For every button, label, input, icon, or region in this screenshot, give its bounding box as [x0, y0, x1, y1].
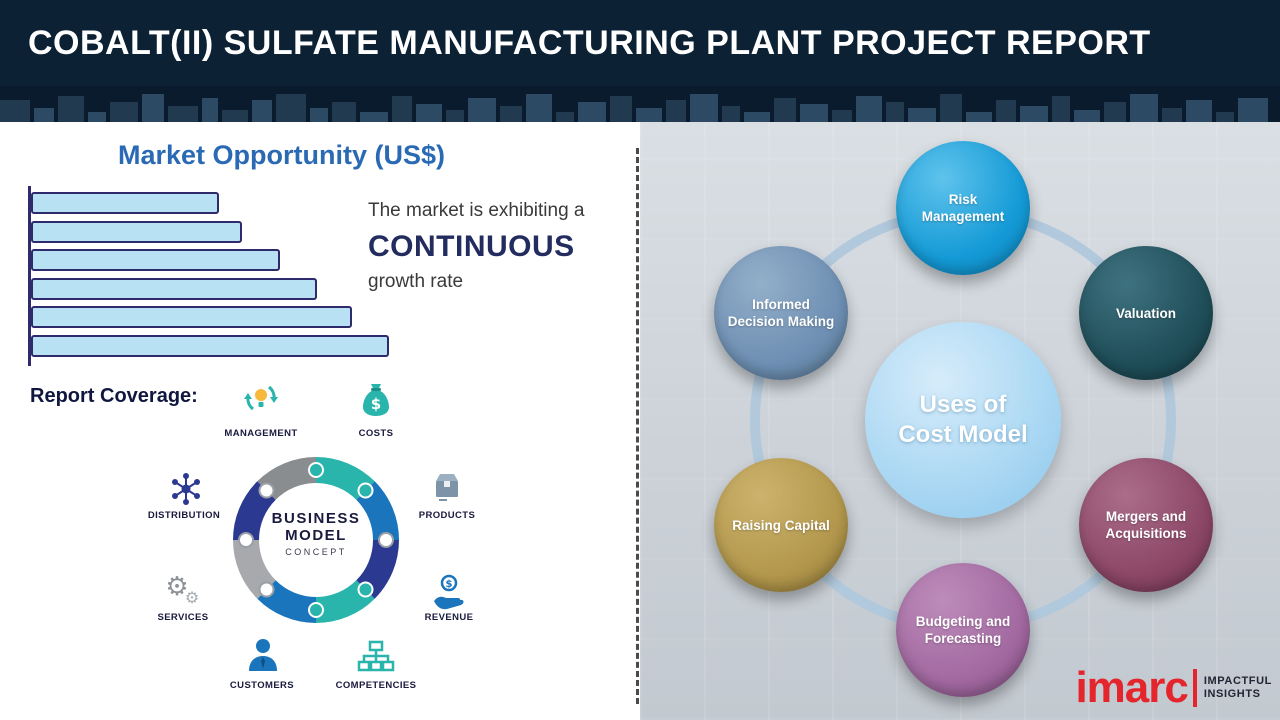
coverage-label-products: PRODUCTS	[418, 510, 476, 521]
center-line2: Cost Model	[898, 421, 1028, 448]
node-label: Raising Capital	[732, 517, 830, 533]
market-bar	[31, 192, 219, 214]
svg-text:⚙: ⚙	[165, 572, 188, 602]
person-icon	[249, 639, 277, 671]
hand-coin-icon: $	[434, 574, 464, 610]
package-box-icon	[436, 474, 458, 501]
city-skyline-graphic	[0, 86, 1280, 122]
bar-chart-axis	[28, 186, 31, 366]
header-bar: COBALT(II) SULFATE MANUFACTURING PLANT P…	[0, 0, 1280, 86]
logo-tagline: IMPACTFUL INSIGHTS	[1204, 675, 1272, 701]
tagline-line2: INSIGHTS	[1203, 688, 1261, 700]
logo-divider-bar	[1192, 669, 1197, 707]
cost-model-node-valuation: Valuation	[1079, 246, 1213, 380]
coverage-label-services: SERVICES	[157, 612, 209, 623]
svg-text:$: $	[446, 579, 453, 590]
market-caption: The market is exhibiting a CONTINUOUS gr…	[368, 200, 628, 293]
skyline-icon	[0, 94, 1268, 122]
cost-model-node-mergers-acquisitions: Mergers and Acquisitions	[1079, 458, 1213, 592]
cost-model-node-raising-capital: Raising Capital	[714, 458, 848, 592]
left-panel: Market Opportunity (US$) The market is e…	[0, 122, 640, 720]
caption-line1: The market is exhibiting a	[368, 200, 585, 221]
node-label: Mergers and Acquisitions	[1105, 509, 1187, 541]
coverage-label-competencies: COMPETENCIES	[335, 680, 417, 691]
svg-text:⚙: ⚙	[185, 588, 199, 607]
bm-line3: CONCEPT	[285, 547, 347, 557]
gears-icon: ⚙ ⚙	[165, 572, 199, 607]
market-bar	[31, 278, 317, 300]
bm-line1: BUSINESS	[271, 510, 361, 527]
cost-model-node-informed-decision-making: Informed Decision Making	[714, 246, 848, 380]
bm-line2: MODEL	[285, 527, 347, 544]
node-label: Budgeting and Forecasting	[915, 614, 1011, 646]
node-label: Valuation	[1115, 305, 1176, 321]
coverage-label-revenue: REVENUE	[424, 612, 474, 623]
market-bar	[31, 249, 280, 271]
coverage-label-distribution: DISTRIBUTION	[147, 510, 221, 521]
coverage-label-management: MANAGEMENT	[224, 428, 298, 439]
market-bar	[31, 335, 389, 357]
market-opportunity-title: Market Opportunity (US$)	[118, 140, 446, 170]
money-bag-icon: $	[363, 384, 389, 416]
node-label: Informed Decision Making	[727, 297, 835, 329]
coverage-label-customers: CUSTOMERS	[229, 680, 295, 691]
network-nodes-icon	[172, 473, 200, 505]
svg-text:$: $	[371, 395, 381, 413]
node-label: Risk Management	[921, 192, 1005, 224]
caption-continuous: CONTINUOUS	[368, 230, 575, 263]
imarc-logo: imarc IMPACTFUL INSIGHTS	[1075, 666, 1272, 710]
report-coverage-heading: Report Coverage:	[30, 385, 198, 407]
business-model-ring	[233, 457, 399, 623]
imarc-brand-text: imarc	[1075, 663, 1188, 712]
market-bar	[31, 221, 242, 243]
tagline-line1: IMPACTFUL	[1203, 675, 1272, 687]
caption-line3: growth rate	[368, 271, 464, 292]
market-bar	[31, 306, 352, 328]
coverage-label-costs: COSTS	[358, 428, 394, 439]
cost-model-center-circle: Uses of Cost Model	[865, 322, 1061, 518]
cost-model-node-risk-management: Risk Management	[896, 141, 1030, 275]
right-panel: Risk Management Valuation Mergers and Ac…	[640, 122, 1280, 720]
business-model-center-label: BUSINESS MODEL CONCEPT	[216, 510, 416, 570]
page-title: COBALT(II) SULFATE MANUFACTURING PLANT P…	[28, 24, 1151, 62]
circular-arrows-bulb-icon	[244, 385, 278, 411]
org-chart-icon	[357, 640, 395, 672]
cost-model-node-budgeting-forecasting: Budgeting and Forecasting	[896, 563, 1030, 697]
dashed-divider	[636, 148, 639, 704]
center-line1: Uses of	[919, 391, 1007, 418]
